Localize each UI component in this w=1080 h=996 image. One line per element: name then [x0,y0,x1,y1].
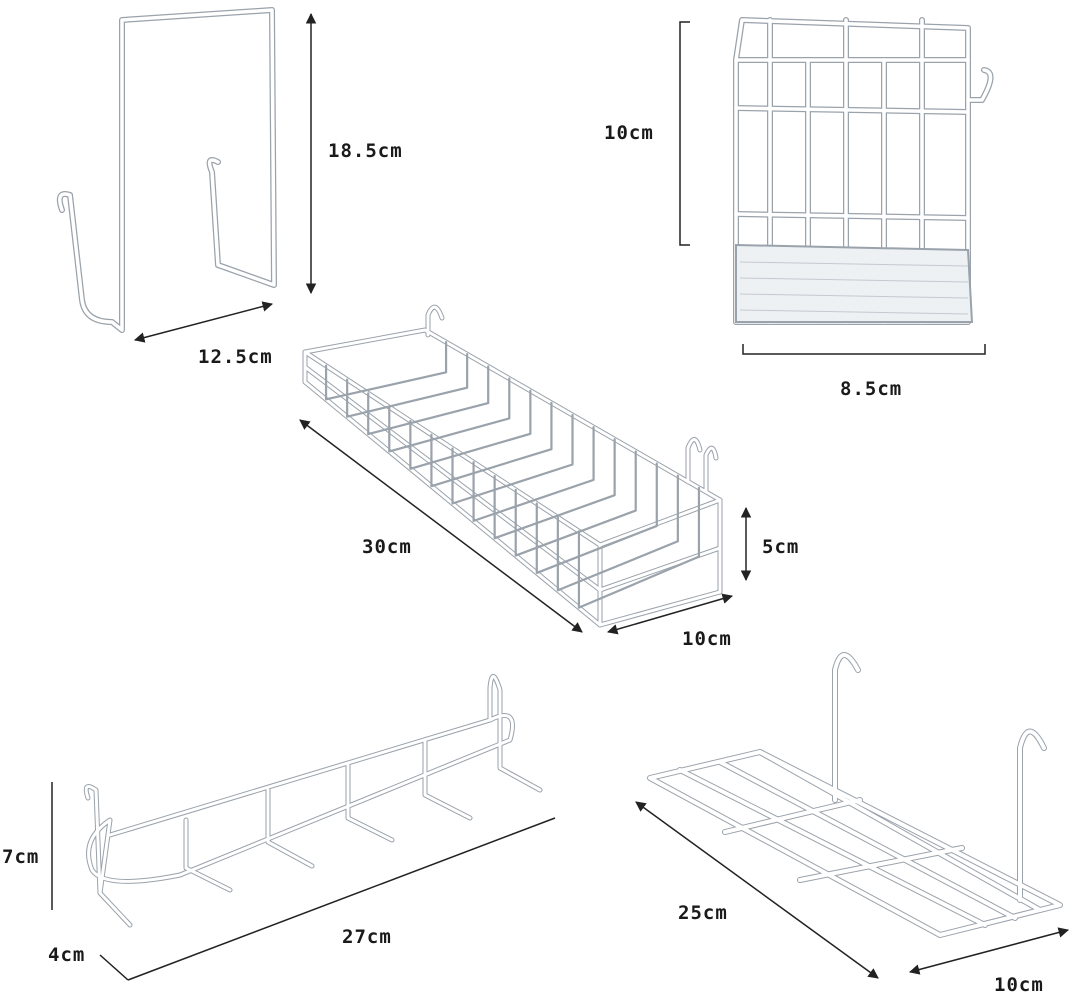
shelf-length-line [635,801,879,979]
cup-height-label: 10cm [604,122,654,144]
basket-depth-line [606,593,734,635]
flat-shelf [647,652,1063,938]
basket-bar [324,341,448,401]
hook-rail [83,674,543,928]
rail-length-label: 27cm [342,926,392,948]
shelf-length-label: 25cm [678,902,728,924]
cup-basket [733,17,994,325]
basket-depth-label: 10cm [682,628,732,650]
rail-height-label: 7cm [2,846,40,868]
cup-width-label: 8.5cm [840,378,903,400]
cup-width-line [742,344,986,355]
hanger-height-label: 18.5cm [328,140,403,162]
basket-height-label: 5cm [762,536,800,558]
basket-length-line [299,419,583,633]
wire-hanger [56,7,277,333]
long-basket [302,304,723,628]
rail-depth-line [99,954,129,981]
rail-depth-label: 4cm [48,944,86,966]
rail-length-line [127,817,556,981]
basket-bar [346,353,469,418]
shelf-depth-label: 10cm [994,974,1044,996]
cup-height-line [679,21,690,246]
basket-bar [388,377,511,453]
shelf-depth-line [908,927,1070,975]
basket-length-label: 30cm [362,536,412,558]
hanger-width-line [133,301,274,343]
basket-bar [367,365,490,436]
hanger-width-label: 12.5cm [198,346,273,368]
